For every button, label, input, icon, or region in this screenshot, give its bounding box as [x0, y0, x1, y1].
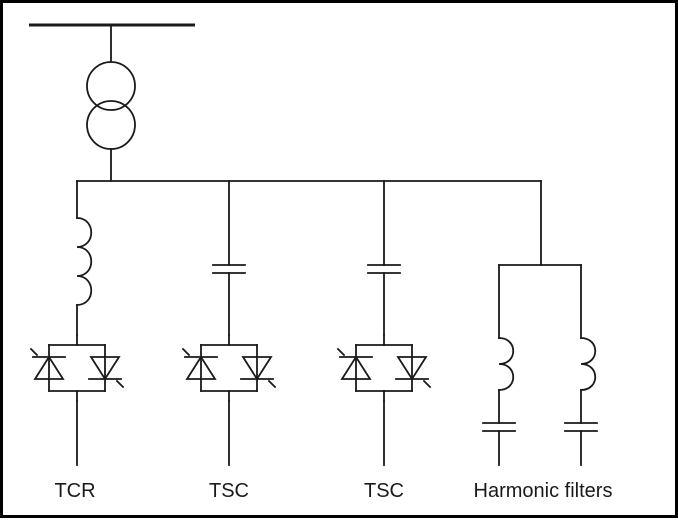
tsc-branch-1 — [182, 180, 276, 466]
transformer-symbol — [86, 61, 136, 150]
tcr-branch — [30, 180, 124, 466]
tsc2-thyristor-symbol — [337, 334, 431, 402]
filter2-reactor-symbol — [580, 337, 597, 391]
harmonic-filters-branch — [482, 180, 598, 466]
tsc-label-2: TSC — [364, 480, 404, 502]
tcr-reactor-symbol — [76, 217, 92, 306]
harmonic-filters-label: Harmonic filters — [473, 480, 613, 502]
svc-single-line-diagram — [29, 23, 598, 466]
tcr-thyristor-symbol — [30, 334, 124, 402]
filter2-capacitor-symbol — [564, 422, 598, 432]
tsc1-capacitor-symbol — [212, 264, 246, 274]
tsc-label-1: TSC — [209, 480, 249, 502]
tsc2-capacitor-symbol — [367, 264, 401, 274]
filter1-reactor-symbol — [498, 337, 515, 391]
filter1-capacitor-symbol — [482, 422, 516, 432]
tsc-branch-2 — [337, 180, 431, 466]
tsc1-thyristor-symbol — [182, 334, 276, 402]
tcr-label: TCR — [54, 480, 96, 502]
